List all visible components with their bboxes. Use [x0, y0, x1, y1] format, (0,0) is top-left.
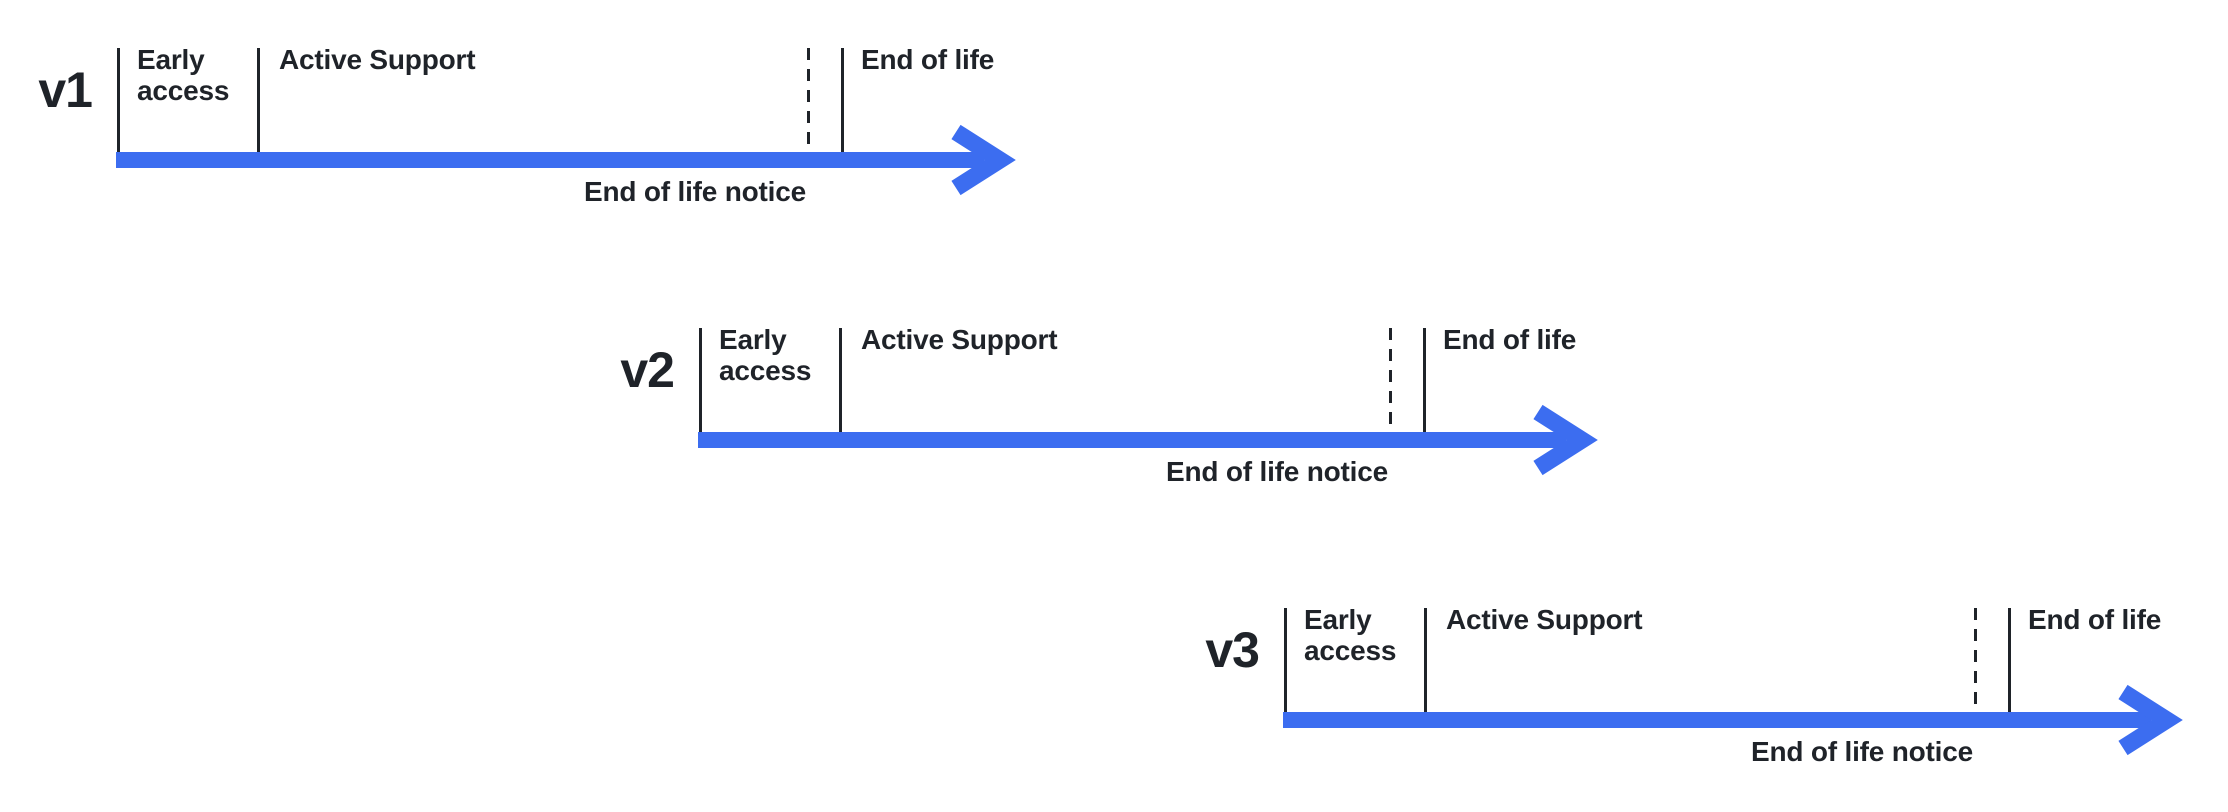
timeline-row-v3: v3 Early access Active Support End of li… [1167, 560, 2227, 790]
eol-notice-dashed-tick [807, 48, 810, 152]
eol-notice-label: End of life notice [584, 176, 806, 207]
version-label-v1: v1 [38, 62, 93, 118]
timeline-arrow [1283, 684, 2183, 756]
early-access-tick [1284, 608, 1287, 712]
early-access-label: Early access [137, 44, 230, 106]
eol-notice-dashed-tick [1974, 608, 1977, 712]
timeline-arrow [116, 124, 1016, 196]
end-of-life-label: End of life [2028, 604, 2162, 635]
end-of-life-label: End of life [861, 44, 995, 75]
end-of-life-tick [2008, 608, 2011, 712]
eol-notice-label: End of life notice [1751, 736, 1973, 767]
active-support-tick [839, 328, 842, 432]
early-access-label: Early access [1304, 604, 1397, 666]
active-support-tick [1424, 608, 1427, 712]
timeline-row-v1: v1 Early access Active Support End of li… [0, 0, 1060, 230]
active-support-label: Active Support [1446, 604, 1643, 635]
eol-notice-dashed-tick [1389, 328, 1392, 432]
timeline-arrow [698, 404, 1598, 476]
active-support-tick [257, 48, 260, 152]
end-of-life-tick [1423, 328, 1426, 432]
early-access-tick [117, 48, 120, 152]
version-label-v3: v3 [1205, 622, 1260, 678]
end-of-life-tick [841, 48, 844, 152]
eol-notice-label: End of life notice [1166, 456, 1388, 487]
active-support-label: Active Support [861, 324, 1058, 355]
early-access-label: Early access [719, 324, 812, 386]
end-of-life-label: End of life [1443, 324, 1577, 355]
early-access-tick [699, 328, 702, 432]
active-support-label: Active Support [279, 44, 476, 75]
timeline-row-v2: v2 Early access Active Support End of li… [582, 280, 1642, 510]
version-label-v2: v2 [620, 342, 675, 398]
